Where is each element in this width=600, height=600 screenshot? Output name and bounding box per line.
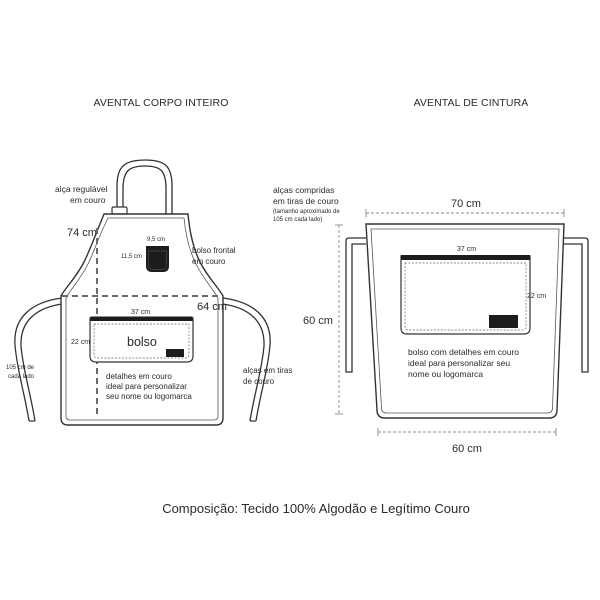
front-pocket-label-line2: em couro <box>192 257 226 266</box>
waist-pocket-leather-tag <box>489 315 518 328</box>
left-details-line1: detalhes em couro <box>106 372 172 381</box>
dimension-bottom-60 <box>377 428 557 436</box>
height-60-label: 60 cm <box>303 315 333 327</box>
strap-label-line2: em couro <box>70 195 106 205</box>
big-pocket-leather-band <box>90 316 193 321</box>
waist-apron-stitching <box>370 228 560 414</box>
width-64-label: 64 cm <box>197 301 227 313</box>
waist-pocket-stitch <box>404 262 527 331</box>
right-details-line3: nome ou logomarca <box>408 369 483 379</box>
left-apron-title: AVENTAL CORPO INTEIRO <box>94 97 229 109</box>
right-waist-tie <box>222 297 271 422</box>
strap-label-line1: alça regulável <box>55 184 108 194</box>
waist-pocket-shape <box>400 255 531 335</box>
ties-label-line1: alças em tiras <box>243 366 292 375</box>
neck-strap-outer <box>116 159 173 214</box>
big-pocket-label: bolso <box>127 335 157 349</box>
waist-ties-note-line1: (tamanho aproximado de <box>273 209 340 215</box>
left-big-pocket <box>89 316 194 363</box>
big-pocket-leather-tag <box>166 349 184 357</box>
waist-pocket-height: 22 cm <box>527 293 546 300</box>
dimension-height-60 <box>335 224 343 415</box>
strap-buckle <box>111 206 128 215</box>
front-leather-pocket <box>146 246 169 272</box>
big-pocket-height: 22 cm <box>71 339 90 346</box>
left-details-line3: seu nome ou logomarca <box>106 392 192 401</box>
waist-apron-left-tie <box>345 237 366 373</box>
left-tie-outer <box>14 297 63 422</box>
dimension-top-70 <box>365 209 565 217</box>
waist-ties-label-line1: alças compridas <box>273 185 334 195</box>
big-pocket-stitch <box>93 323 190 359</box>
front-pocket-height: 11,5 cm <box>121 254 142 260</box>
waist-apron-pocket <box>400 255 531 335</box>
right-details-line2: ideal para personalizar seu <box>408 358 510 368</box>
left-details-line2: ideal para personalizar <box>106 382 187 391</box>
front-pocket-shape <box>146 246 169 272</box>
ties-length-line1: 105 cm de <box>6 365 35 371</box>
ties-length-line2: cada lado <box>8 374 35 380</box>
right-tie-inner <box>222 303 265 422</box>
waist-ties-note-line2: 105 cm cada lado) <box>273 217 322 223</box>
big-pocket-width: 37 cm <box>131 309 150 316</box>
waist-pocket-leather-band <box>401 255 530 260</box>
height-74-label: 74 cm <box>67 227 97 239</box>
left-tie-inner <box>20 303 63 422</box>
right-apron-title: AVENTAL DE CINTURA <box>414 97 529 109</box>
top-width-label: 70 cm <box>451 198 481 210</box>
front-pocket-stitch <box>148 250 167 270</box>
right-details-line1: bolso com detalhes em couro <box>408 347 519 357</box>
right-tie-outer <box>222 297 271 422</box>
neck-strap-inner <box>122 165 167 214</box>
waist-apron-right-tie <box>563 237 589 373</box>
front-pocket-width: 9,5 cm <box>147 237 165 243</box>
front-pocket-label-line1: bolso frontal <box>192 246 236 255</box>
full-apron-stitching <box>65 217 219 421</box>
bottom-width-label: 60 cm <box>452 443 482 455</box>
composition-text: Composição: Tecido 100% Algodão e Legíti… <box>162 501 470 516</box>
left-waist-tie <box>14 297 63 422</box>
waist-ties-label-line2: em tiras de couro <box>273 196 339 206</box>
waist-pocket-width: 37 cm <box>457 246 476 253</box>
ties-label-line2: de couro <box>243 377 275 386</box>
